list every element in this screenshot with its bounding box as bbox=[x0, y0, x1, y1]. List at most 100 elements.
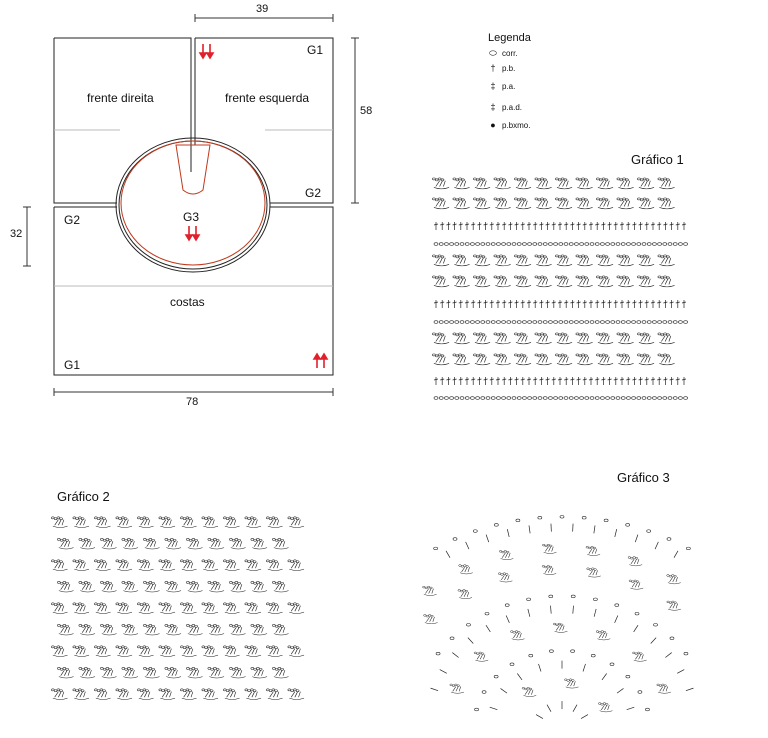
shell-motif bbox=[51, 559, 68, 571]
shell-motif bbox=[164, 538, 182, 550]
shell-motif bbox=[244, 645, 262, 657]
stitch-post bbox=[593, 608, 597, 617]
shell-motif bbox=[266, 559, 283, 571]
shell-motif bbox=[229, 624, 246, 636]
dim-top: 39 bbox=[256, 3, 269, 15]
chain-stitch bbox=[493, 675, 499, 679]
chart3-diagram bbox=[422, 515, 694, 719]
shell-motif bbox=[452, 275, 470, 288]
shell-motif bbox=[78, 538, 96, 550]
chain-stitch bbox=[590, 653, 596, 658]
shell-motif bbox=[207, 667, 225, 679]
chain-stitch bbox=[515, 518, 521, 522]
shell-motif bbox=[657, 177, 675, 190]
stitch-post bbox=[517, 673, 523, 681]
shell-motif bbox=[229, 538, 246, 550]
shell-motif bbox=[493, 177, 511, 190]
shell-motif bbox=[514, 332, 532, 345]
shell-motif bbox=[180, 645, 197, 657]
shell-motif bbox=[627, 556, 643, 567]
chain-stitch bbox=[537, 516, 543, 520]
shell-motif bbox=[137, 602, 154, 614]
shell-motif bbox=[72, 516, 90, 528]
shell-motif bbox=[514, 254, 532, 267]
shell-motif bbox=[656, 683, 671, 694]
shell-motif bbox=[596, 275, 614, 288]
chain-stitch bbox=[526, 597, 531, 601]
shell-motif bbox=[287, 559, 305, 571]
shell-motif bbox=[158, 516, 176, 528]
shell-motif bbox=[473, 651, 489, 662]
stitch-post bbox=[467, 637, 474, 644]
chain-stitch bbox=[528, 653, 534, 658]
chain-stitch bbox=[433, 546, 438, 551]
stitch-post bbox=[572, 704, 578, 712]
shell-motif bbox=[287, 645, 305, 657]
legend: Legenda ⬭ corr. † p.b. ‡ p.a. ‡ p.a.d. ●… bbox=[488, 32, 531, 132]
shell-motif bbox=[422, 585, 437, 596]
stitch-post bbox=[500, 688, 508, 694]
shell-motif bbox=[637, 254, 655, 267]
shell-motif bbox=[432, 332, 450, 345]
shell-motif bbox=[493, 353, 511, 366]
stitch-post bbox=[445, 550, 451, 558]
chain-icon: ⬭ bbox=[489, 47, 497, 58]
shell-motif bbox=[164, 581, 182, 593]
shell-motif bbox=[514, 353, 532, 366]
stitch-post bbox=[465, 541, 470, 550]
chain-stitch bbox=[484, 612, 490, 616]
shell-motif bbox=[534, 254, 552, 267]
stitch-post bbox=[616, 688, 624, 694]
shell-motif bbox=[266, 645, 283, 657]
shell-motif bbox=[542, 543, 557, 554]
shell-motif bbox=[534, 275, 552, 288]
stitch-post bbox=[677, 669, 685, 674]
shell-motif bbox=[452, 177, 470, 190]
shell-motif bbox=[432, 254, 450, 267]
up-arrows-icon bbox=[312, 352, 329, 368]
shell-motif bbox=[564, 678, 579, 689]
shell-motif bbox=[555, 353, 573, 366]
shell-motif bbox=[575, 177, 593, 190]
shell-motif bbox=[553, 622, 568, 633]
shell-motif bbox=[250, 538, 268, 550]
stitch-post bbox=[633, 625, 639, 633]
shell-motif bbox=[266, 516, 283, 528]
chain-stitch bbox=[625, 675, 631, 679]
shell-motif bbox=[473, 177, 491, 190]
shell-motif bbox=[666, 600, 681, 611]
shell-motif bbox=[272, 624, 289, 636]
shell-motif bbox=[121, 624, 139, 636]
stitch-post bbox=[626, 706, 635, 710]
shell-motif bbox=[186, 581, 203, 593]
collar-trim bbox=[120, 140, 266, 266]
shell-motif bbox=[493, 332, 511, 345]
shell-motif bbox=[201, 645, 219, 657]
shell-motif bbox=[115, 688, 133, 700]
shell-motif bbox=[521, 687, 537, 697]
shell-motif bbox=[72, 559, 90, 571]
shell-motif bbox=[657, 332, 675, 345]
label-back: costas bbox=[170, 295, 205, 309]
chain-stitch bbox=[646, 529, 651, 533]
shell-motif bbox=[266, 602, 283, 614]
label-g2-right: G2 bbox=[305, 186, 322, 200]
shell-motif bbox=[94, 688, 111, 700]
stitch-row bbox=[433, 377, 687, 385]
shell-motif bbox=[473, 254, 491, 267]
chain-stitch bbox=[570, 594, 576, 598]
legend-list: ⬭ corr. † p.b. ‡ p.a. ‡ p.a.d. ● p.bxmo. bbox=[488, 46, 531, 132]
chain-stitch bbox=[593, 597, 598, 601]
stitch-post bbox=[673, 550, 679, 558]
stitch-post bbox=[489, 706, 498, 710]
dimension-lines bbox=[23, 14, 359, 396]
shell-motif bbox=[493, 275, 511, 288]
shell-motif bbox=[186, 624, 203, 636]
shell-motif bbox=[493, 254, 511, 267]
shell-motif bbox=[586, 567, 601, 578]
shell-motif bbox=[596, 353, 614, 366]
shell-motif bbox=[473, 197, 491, 210]
shell-motif bbox=[432, 353, 450, 366]
shell-motif bbox=[452, 254, 470, 267]
shell-motif bbox=[596, 332, 614, 345]
